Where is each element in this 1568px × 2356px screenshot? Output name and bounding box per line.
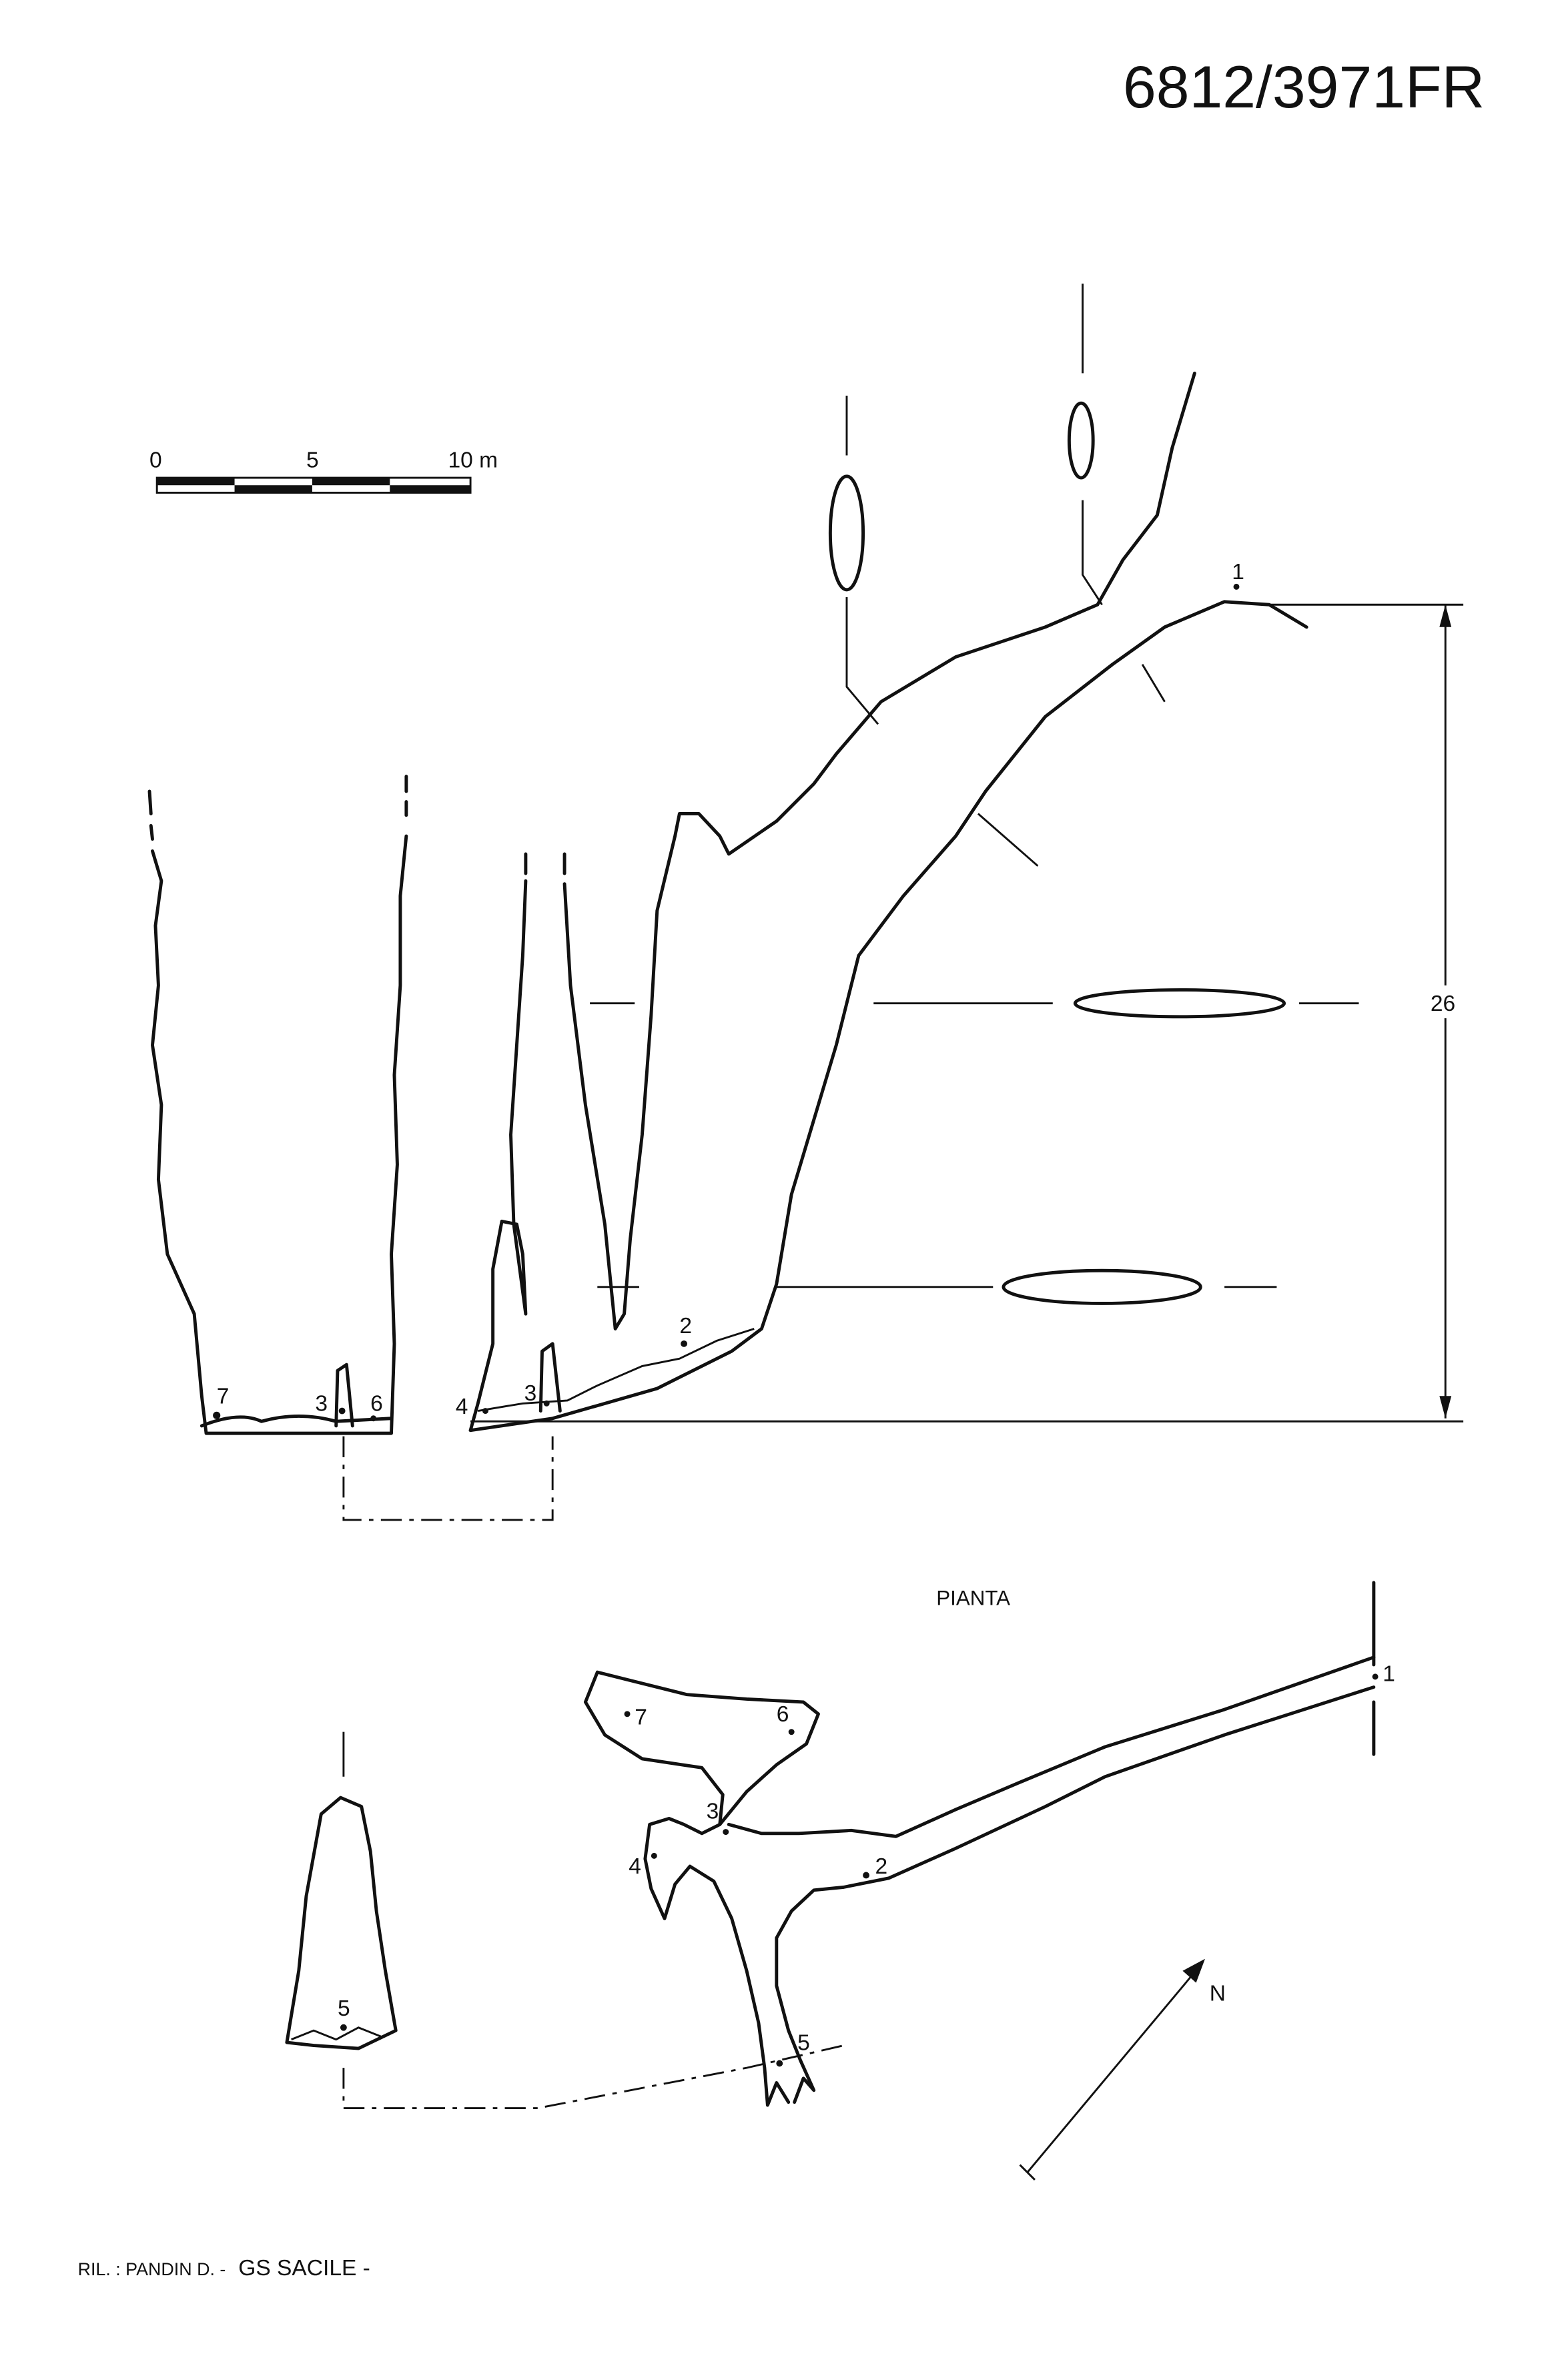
- section-station-4: 4: [456, 1395, 468, 1419]
- plan-station-1: 1: [1383, 1662, 1395, 1687]
- section-station-6: 6: [370, 1392, 383, 1417]
- group-credit: GS SACILE -: [238, 2256, 370, 2281]
- plan-station-4: 4: [629, 1854, 641, 1879]
- plan-station-7: 7: [635, 1705, 647, 1729]
- surveyor-credit: RIL. : PANDIN D. -: [78, 2259, 226, 2279]
- scale-bar: 0 5 10 m: [149, 448, 498, 494]
- plan-station-3: 3: [707, 1799, 719, 1824]
- scale-label-0: 0: [149, 448, 162, 472]
- scale-label-5: 5: [306, 448, 319, 472]
- plan-station-6: 6: [777, 1702, 789, 1727]
- section-station-7: 7: [217, 1384, 230, 1409]
- profile-section: 26 1 2 3 3 4 6 7: [147, 284, 1465, 1521]
- plan-station-5: 5: [797, 2030, 810, 2055]
- credits: RIL. : PANDIN D. - GS SACILE -: [78, 2254, 370, 2281]
- north-label: N: [1210, 1981, 1226, 2006]
- height-dimension-label: 26: [1431, 992, 1455, 1016]
- section-station-1: 1: [1232, 560, 1244, 584]
- cave-id-title: 6812/3971FR: [1123, 53, 1485, 120]
- scale-label-10m: 10 m: [448, 448, 498, 472]
- north-arrow: N: [1019, 1958, 1226, 2181]
- isolated-section-station-5: 5: [338, 1996, 350, 2021]
- plan-station-2: 2: [875, 1854, 887, 1879]
- plan-label: PIANTA: [936, 1586, 1010, 1609]
- section-station-3a: 3: [315, 1392, 328, 1417]
- section-station-2: 2: [679, 1314, 692, 1338]
- plan-view: PIANTA 1 2 3 4 5 6 7 5 N: [285, 1581, 1395, 2181]
- section-station-3b: 3: [524, 1381, 537, 1406]
